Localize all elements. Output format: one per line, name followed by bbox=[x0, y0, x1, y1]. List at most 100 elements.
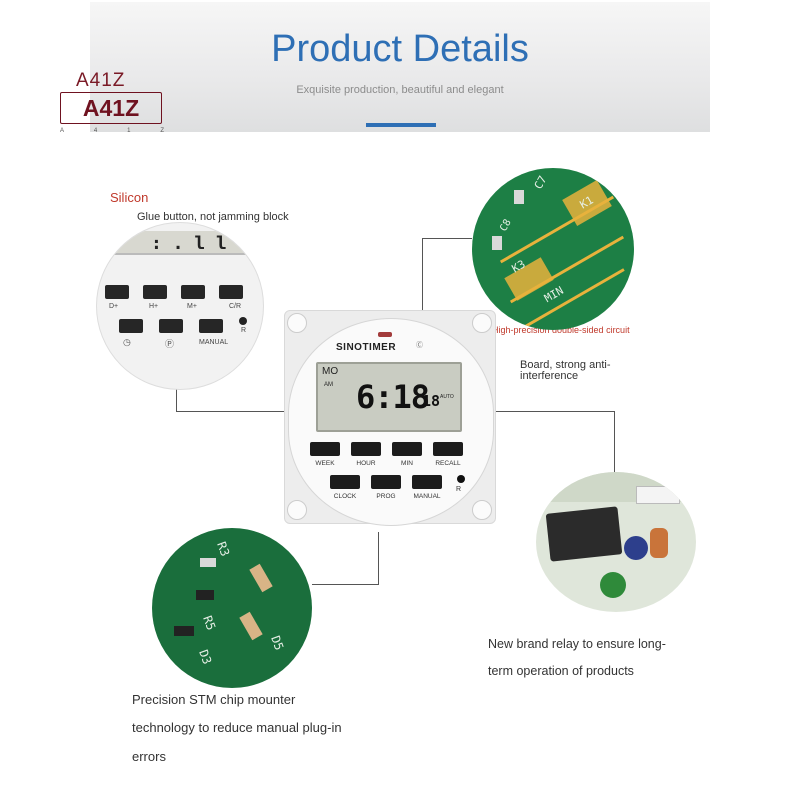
connector-line bbox=[614, 411, 615, 473]
closeup-reset-button bbox=[239, 317, 247, 325]
closeup-button bbox=[105, 285, 129, 299]
pcb-top-circle: C7 K1 C8 K3 MIN bbox=[472, 168, 634, 330]
closeup-button bbox=[159, 319, 183, 333]
closeup-lcd-text: : . l l l bbox=[151, 233, 249, 254]
title-underline bbox=[366, 123, 436, 127]
connector-line bbox=[312, 584, 379, 585]
closeup-label: D+ bbox=[109, 303, 119, 310]
circuit-text-3: interference bbox=[520, 370, 579, 382]
lcd-time: 6:18 bbox=[356, 378, 430, 416]
pcb-label: D3 bbox=[196, 647, 215, 667]
logo-letters: A 4 1 Z bbox=[60, 128, 164, 134]
prog-label: PROG bbox=[376, 493, 396, 500]
connector-line bbox=[176, 388, 177, 412]
logo-letter: A bbox=[60, 128, 65, 134]
hour-button[interactable] bbox=[351, 442, 381, 456]
terminal-connector bbox=[636, 486, 680, 504]
mounting-hole bbox=[472, 500, 492, 520]
pcb-label: D5 bbox=[268, 633, 287, 653]
closeup-button bbox=[143, 285, 167, 299]
reset-button[interactable] bbox=[457, 475, 465, 483]
page-title: Product Details bbox=[271, 28, 529, 70]
manual-label: MANUAL bbox=[413, 493, 441, 500]
pcb-component bbox=[492, 236, 502, 250]
capacitor bbox=[624, 536, 648, 560]
reset-label: R bbox=[456, 486, 462, 493]
pcb-resistor bbox=[196, 590, 214, 600]
capacitor bbox=[650, 528, 668, 558]
connector-line bbox=[494, 411, 614, 412]
recall-button[interactable] bbox=[433, 442, 463, 456]
clock-label: CLOCK bbox=[333, 493, 357, 500]
closeup-label: C/R bbox=[229, 303, 242, 310]
mounting-hole bbox=[472, 313, 492, 333]
closeup-button bbox=[119, 319, 143, 333]
logo-main-text: A41Z bbox=[82, 95, 140, 121]
chip-text-1: Precision STM chip mounter bbox=[132, 692, 296, 707]
logo-letter: 4 bbox=[93, 128, 98, 134]
logo-box: A41Z bbox=[60, 92, 162, 124]
pcb-diode bbox=[249, 563, 273, 593]
min-button[interactable] bbox=[392, 442, 422, 456]
lcd-seconds: 18 bbox=[422, 392, 441, 410]
pcb-component bbox=[200, 558, 216, 567]
program-icon: Ⓟ bbox=[165, 339, 175, 349]
relay-component bbox=[545, 506, 623, 562]
chip-text-2: technology to reduce manual plug-in bbox=[132, 720, 342, 735]
relay-text-2: term operation of products bbox=[488, 664, 634, 678]
button-closeup-circle: : . l l l D+ H+ M+ C/R R ◷ Ⓟ MANUAL bbox=[96, 222, 264, 390]
connector-line bbox=[422, 238, 423, 310]
connector-line bbox=[422, 238, 472, 239]
mounting-hole bbox=[287, 500, 307, 520]
logo-letter: Z bbox=[160, 128, 164, 134]
pcb-label: R3 bbox=[214, 539, 233, 559]
pcb-label: R5 bbox=[200, 613, 219, 633]
mounting-hole bbox=[287, 313, 307, 333]
pcb-bottom-circle: R3 R5 D5 D3 bbox=[152, 528, 312, 688]
hour-label: HOUR bbox=[356, 460, 376, 467]
watermark-logo: A41Z A41Z A 4 1 Z bbox=[58, 70, 170, 136]
chip-text-3: errors bbox=[132, 749, 166, 764]
circuit-text-1: High-precision double-sided circuit bbox=[492, 325, 630, 335]
closeup-reset-label: R bbox=[241, 327, 247, 334]
clock-icon: ◷ bbox=[123, 337, 131, 347]
lcd-ampm: AM bbox=[324, 382, 333, 388]
pcb-label: C7 bbox=[531, 173, 550, 192]
pcb-diode bbox=[239, 611, 263, 641]
closeup-button bbox=[219, 285, 243, 299]
ce-mark-icon: Ⓒ bbox=[416, 342, 423, 349]
status-led bbox=[378, 332, 392, 337]
pcb-label: C8 bbox=[498, 217, 514, 234]
closeup-manual-label: MANUAL bbox=[199, 339, 229, 346]
circuit-text-2: Board, strong anti- bbox=[520, 359, 611, 371]
silicon-desc: Glue button, not jamming block bbox=[137, 211, 289, 223]
week-label: WEEK bbox=[315, 460, 335, 467]
lcd-display: MO AM 6:18 18 AUTO bbox=[316, 362, 462, 432]
min-label: MIN bbox=[401, 460, 413, 467]
connector-line bbox=[176, 411, 284, 412]
closeup-label: M+ bbox=[187, 303, 197, 310]
silicon-title: Silicon bbox=[110, 190, 149, 205]
lcd-day: MO bbox=[322, 366, 339, 377]
pcb-chip bbox=[174, 626, 194, 636]
page-subtitle: Exquisite production, beautiful and eleg… bbox=[296, 84, 504, 96]
header-banner: Product Details Exquisite production, be… bbox=[90, 2, 710, 132]
logo-letter: 1 bbox=[127, 128, 131, 134]
capacitor bbox=[600, 572, 626, 598]
logo-top-text: A41Z bbox=[76, 70, 126, 91]
closeup-button bbox=[199, 319, 223, 333]
prog-button[interactable] bbox=[371, 475, 401, 489]
pcb-component bbox=[514, 190, 524, 204]
week-button[interactable] bbox=[310, 442, 340, 456]
manual-button[interactable] bbox=[412, 475, 442, 489]
device-brand: SINOTIMER bbox=[336, 342, 397, 353]
closeup-label: H+ bbox=[149, 303, 159, 310]
clock-button[interactable] bbox=[330, 475, 360, 489]
recall-label: RECALL bbox=[435, 460, 461, 467]
lcd-mode: AUTO bbox=[440, 394, 454, 400]
closeup-button bbox=[181, 285, 205, 299]
relay-board-circle bbox=[536, 472, 696, 612]
relay-text-1: New brand relay to ensure long- bbox=[488, 637, 666, 651]
connector-line bbox=[378, 532, 379, 584]
closeup-lcd: : . l l l bbox=[107, 231, 257, 255]
